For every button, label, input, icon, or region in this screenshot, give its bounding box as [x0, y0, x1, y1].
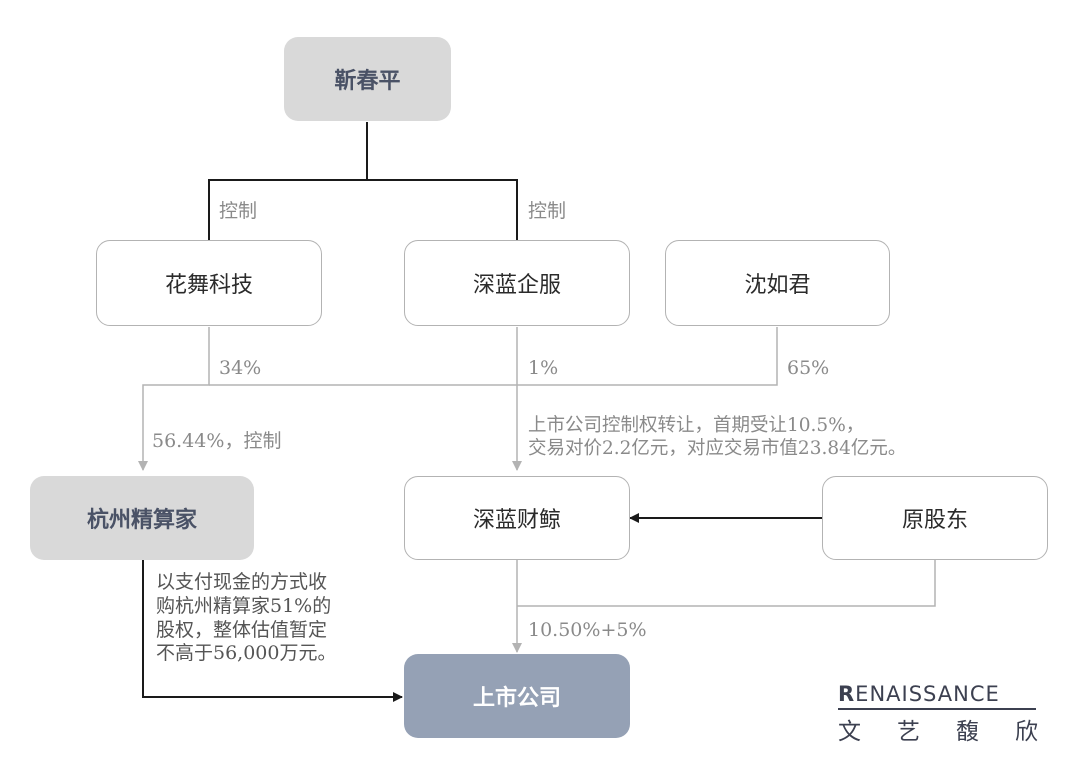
acquisition-arrow	[142, 560, 403, 702]
node-shenlan-caijing: 深蓝财鲸	[404, 476, 630, 560]
renaissance-logo: RENAISSANCE	[838, 682, 1000, 706]
label-control-jingsuanjia: 56.44%，控制	[152, 430, 282, 452]
label-shen-rujun-pct: 65%	[787, 357, 830, 379]
control-line-huawu	[208, 179, 518, 240]
node-shen-rujun: 沈如君	[665, 240, 890, 326]
label-stake-to-listed: 10.50%+5%	[528, 619, 647, 641]
logo-divider	[838, 708, 1036, 710]
shen-rujun-share-line	[209, 327, 778, 386]
logo-chinese-text: 文 艺 馥 欣	[838, 712, 1038, 746]
logo-english-text: ENAISSANCE	[855, 682, 1000, 706]
huawu-share-line	[138, 327, 210, 471]
label-control-left: 控制	[219, 200, 258, 222]
logo-char: 欣	[1015, 719, 1038, 745]
label-shenlan-qifu-pct: 1%	[528, 357, 559, 379]
label-acquisition-note: 以支付现金的方式收 购杭州精算家51%的 股权，整体估值暂定 不高于56,000…	[156, 571, 337, 665]
logo-char: 艺	[897, 719, 920, 745]
label-control-right: 控制	[528, 200, 567, 222]
logo-mark-icon: R	[838, 682, 856, 706]
node-listed-company: 上市公司	[404, 654, 630, 738]
original-shareholders-stake-line	[517, 560, 936, 607]
logo-char: 文	[838, 719, 861, 745]
node-shenlan-qifu: 深蓝企服	[404, 240, 630, 326]
logo-char: 馥	[956, 719, 979, 745]
node-jin-chunping: 靳春平	[284, 37, 451, 121]
label-huawu-pct: 34%	[219, 357, 262, 379]
node-original-shareholders: 原股东	[822, 476, 1048, 560]
node-huawu-tech: 花舞科技	[96, 240, 322, 326]
label-transfer-note: 上市公司控制权转让，首期受让10.5%， 交易对价2.2亿元，对应交易市值23.…	[528, 415, 907, 460]
node-hangzhou-jingsuanjia: 杭州精算家	[30, 476, 254, 560]
